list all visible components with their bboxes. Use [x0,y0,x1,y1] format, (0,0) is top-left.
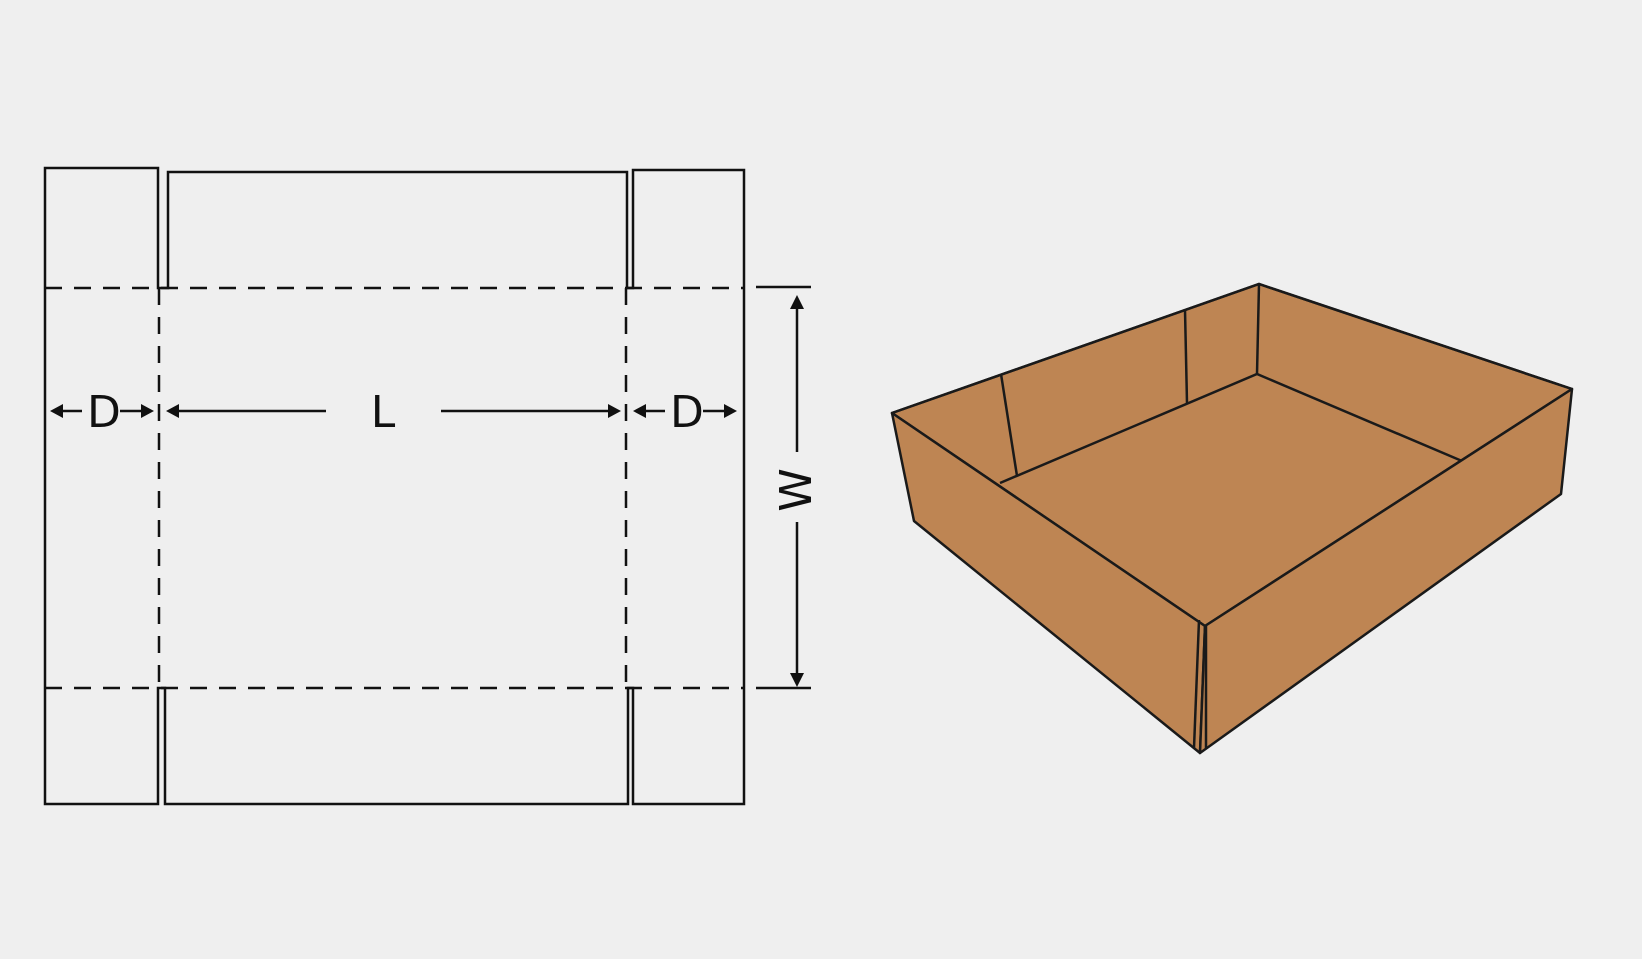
wall-flap-seam-left [999,373,1019,477]
dimension-width: W [756,285,822,690]
dimension-depth-right: D [633,387,737,438]
arrowhead [790,673,804,687]
tray-3d-illustration [890,282,1574,755]
corner-seam-front [1192,619,1201,749]
arrowhead [608,404,621,418]
tray-rim [891,282,1573,415]
wall-corner-back [1255,283,1261,375]
width-label: W [771,468,822,512]
arrowhead [50,404,63,418]
arrowhead [141,404,154,418]
flat-dieline [43,166,746,806]
dimension-depth-left: D [50,387,154,438]
depth-left-label: D [87,387,121,438]
arrowhead [633,404,646,418]
dimension-length: L [166,387,621,438]
dieline-outline [43,166,746,806]
wall-flap-seam-back [1183,309,1189,404]
depth-right-label: D [670,387,704,438]
length-label: L [371,387,396,438]
tray-front-right-wall [1198,387,1574,755]
arrowhead [790,295,804,309]
arrowhead [166,404,179,418]
arrowhead [724,404,737,418]
